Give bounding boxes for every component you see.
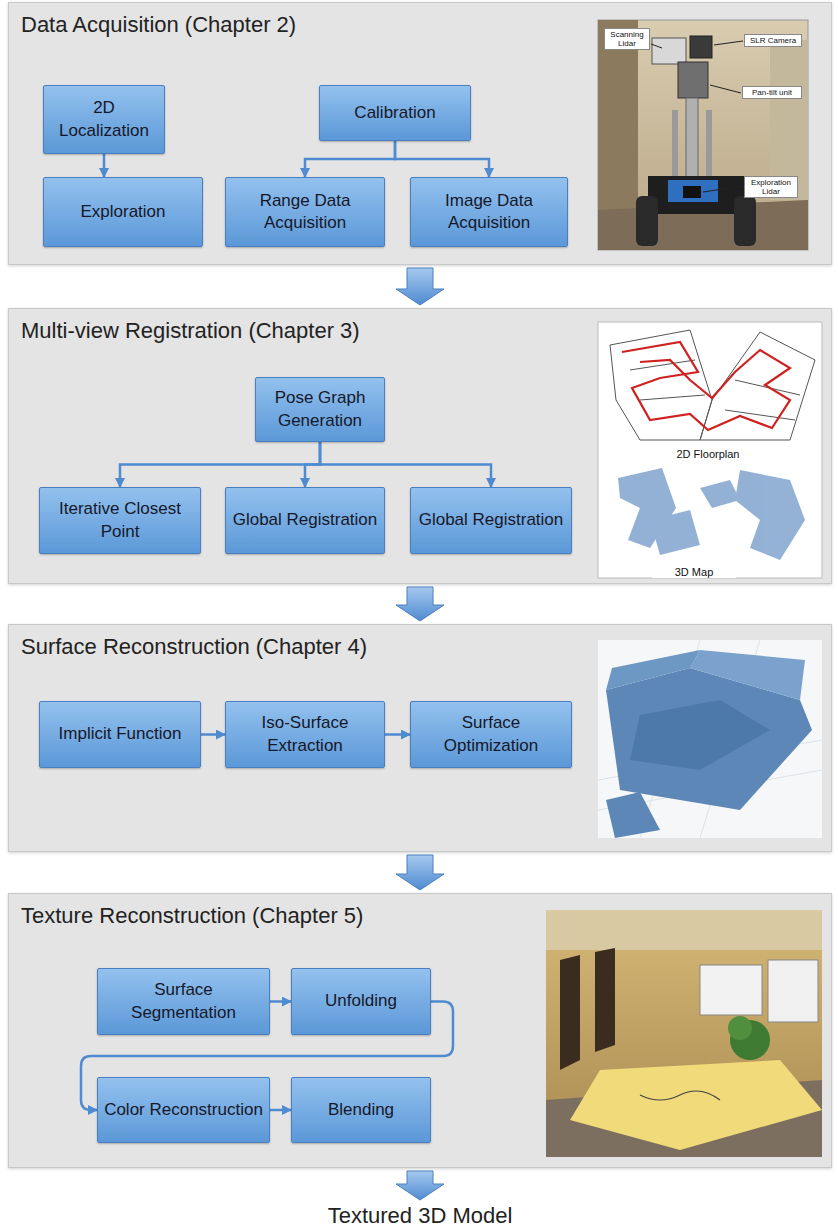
room-photo bbox=[546, 910, 822, 1157]
chapter-panel: Data Acquisition (Chapter 2) 2D Localizat… bbox=[8, 2, 832, 265]
box-label: Color Reconstruction bbox=[98, 1099, 269, 1121]
process-box: Implicit Function bbox=[39, 701, 201, 768]
panel-heading: Multi-view Registration (Chapter 3) bbox=[21, 318, 831, 344]
chapter-panel: Surface Reconstruction (Chapter 4) Implic… bbox=[8, 624, 832, 852]
box-label: Exploration bbox=[44, 201, 202, 223]
image-caption: 2D Floorplan bbox=[660, 448, 756, 460]
flow-connector bbox=[385, 733, 410, 736]
block-arrow bbox=[396, 268, 444, 305]
process-box: 2D Localization bbox=[43, 85, 165, 154]
process-box: Iterative Closest Point bbox=[39, 487, 201, 554]
image-caption: 3D Map bbox=[652, 566, 736, 578]
panel-heading: Surface Reconstruction (Chapter 4) bbox=[21, 634, 831, 660]
box-label: Implicit Function bbox=[40, 723, 200, 745]
block-arrow bbox=[396, 587, 444, 621]
process-box: Image Data Acquisition bbox=[410, 177, 568, 247]
process-box: Global Registration bbox=[410, 487, 572, 554]
chapter-panel: Texture Reconstruction (Chapter 5) Surfac… bbox=[8, 893, 832, 1168]
box-label: Iterative Closest Point bbox=[40, 498, 200, 542]
callout-label: Pan-tilt unit bbox=[742, 86, 802, 99]
process-box: Surface Segmentation bbox=[97, 968, 270, 1035]
box-label: Image Data Acquisition bbox=[411, 190, 567, 234]
panel-heading: Texture Reconstruction (Chapter 5) bbox=[21, 903, 831, 929]
process-box: Range Data Acquisition bbox=[225, 177, 385, 247]
callout-label: Exploration Lidar bbox=[744, 176, 798, 198]
process-box: Blending bbox=[291, 1077, 431, 1143]
process-box: Unfolding bbox=[291, 968, 431, 1035]
result-label: Textured 3D Model bbox=[220, 1203, 620, 1229]
box-label: Global Registration bbox=[411, 509, 571, 531]
flow-connector bbox=[395, 141, 489, 177]
flow-connector bbox=[81, 1002, 453, 1111]
flow-connector bbox=[270, 1109, 291, 1112]
floorplan-card bbox=[598, 322, 822, 578]
block-arrow bbox=[396, 855, 444, 890]
process-box: Pose Graph Generation bbox=[255, 377, 385, 442]
flow-connector bbox=[201, 733, 225, 736]
surface-render bbox=[598, 640, 822, 838]
box-label: Range Data Acquisition bbox=[226, 190, 384, 234]
callout-label: SLR Camera bbox=[744, 34, 802, 47]
flow-connector bbox=[305, 141, 395, 177]
process-box: Global Registration bbox=[225, 487, 385, 554]
box-label: Unfolding bbox=[292, 990, 430, 1012]
process-box: Color Reconstruction bbox=[97, 1077, 270, 1143]
process-box: Iso-Surface Extraction bbox=[225, 701, 385, 768]
panel-heading: Data Acquisition (Chapter 2) bbox=[21, 12, 831, 38]
box-label: Surface Segmentation bbox=[98, 979, 269, 1023]
box-label: Blending bbox=[292, 1099, 430, 1121]
process-box: Exploration bbox=[43, 177, 203, 247]
box-label: Surface Optimization bbox=[411, 712, 571, 756]
box-label: Pose Graph Generation bbox=[256, 387, 384, 431]
box-label: Calibration bbox=[320, 102, 470, 124]
box-label: 2D Localization bbox=[44, 97, 164, 141]
chapter-panel: Multi-view Registration (Chapter 3) Pose … bbox=[8, 308, 832, 584]
box-label: Iso-Surface Extraction bbox=[226, 712, 384, 756]
callout-label: Scanning Lidar bbox=[604, 28, 650, 50]
flow-connector bbox=[120, 442, 320, 487]
flow-connector bbox=[305, 442, 320, 487]
flow-connector bbox=[320, 442, 491, 487]
flow-connector bbox=[103, 154, 106, 177]
process-box: Surface Optimization bbox=[410, 701, 572, 768]
process-box: Calibration bbox=[319, 85, 471, 141]
robot-photo bbox=[598, 20, 808, 250]
box-label: Global Registration bbox=[226, 509, 384, 531]
result-arrow bbox=[396, 1171, 444, 1200]
flow-connector bbox=[270, 1000, 291, 1003]
